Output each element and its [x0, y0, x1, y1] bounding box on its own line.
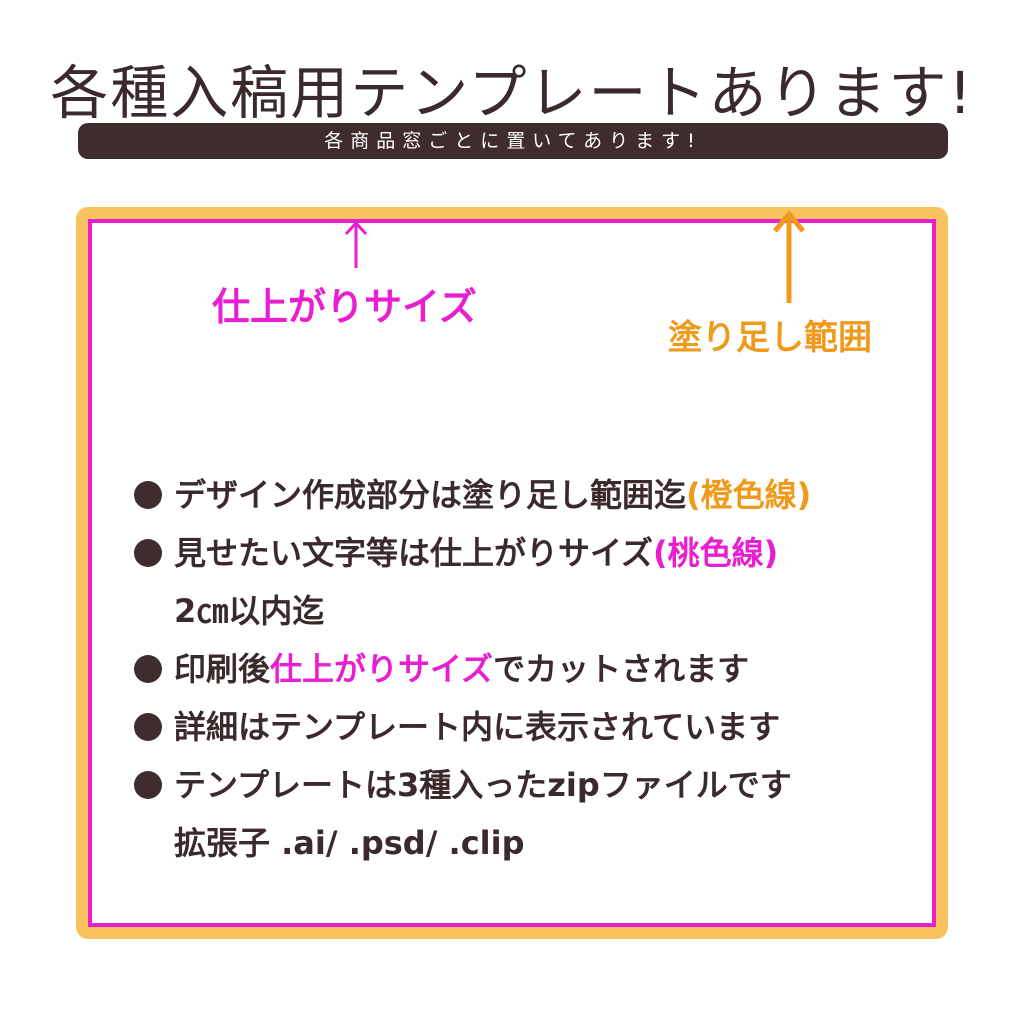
subtitle-banner: 各商品窓ごとに置いてあります! — [78, 123, 948, 159]
note-text: 印刷後 — [174, 650, 271, 688]
note-item-zip: テンプレートは3種入ったzipファイルです — [132, 756, 912, 814]
note-text: 見せたい文字等は仕上がりサイズ — [174, 534, 654, 572]
note-continuation: 2㎝以内迄 — [174, 592, 325, 630]
note-accent-orange: (橙色線) — [686, 476, 812, 514]
note-text: でカットされます — [493, 650, 750, 688]
trim-size-label: 仕上がりサイズ — [212, 285, 477, 329]
note-text: 詳細はテンプレート内に表示されています — [174, 708, 781, 746]
bullet-icon — [134, 771, 162, 799]
bleed-area-label: 塗り足し範囲 — [668, 318, 872, 358]
note-text: デザイン作成部分は塗り足し範囲迄 — [174, 476, 687, 514]
trim-arrow-icon — [344, 220, 368, 268]
subtitle-text: 各商品窓ごとに置いてあります! — [324, 130, 702, 152]
note-accent-pink: 仕上がりサイズ — [270, 650, 494, 688]
note-accent-pink: (桃色線) — [653, 534, 779, 572]
note-item-cut: 印刷後仕上がりサイズでカットされます — [132, 640, 912, 698]
bullet-icon — [134, 655, 162, 683]
note-item-design-area: デザイン作成部分は塗り足し範囲迄(橙色線) — [132, 466, 912, 524]
notes-list: デザイン作成部分は塗り足し範囲迄(橙色線) 見せたい文字等は仕上がりサイズ(桃色… — [132, 466, 912, 872]
note-text: テンプレートは3種入ったzipファイルです — [174, 766, 792, 804]
bullet-icon — [134, 481, 162, 509]
note-item-details: 詳細はテンプレート内に表示されています — [132, 698, 912, 756]
bullet-icon — [134, 713, 162, 741]
note-item-text-safe: 見せたい文字等は仕上がりサイズ(桃色線) — [132, 524, 912, 582]
trim-size-frame — [88, 219, 936, 927]
page-title: 各種入稿用テンプレートあります! — [50, 59, 974, 127]
bleed-arrow-icon — [773, 210, 805, 303]
note-continuation: 拡張子 .ai/ .psd/ .clip — [174, 824, 525, 862]
bullet-icon — [134, 539, 162, 567]
